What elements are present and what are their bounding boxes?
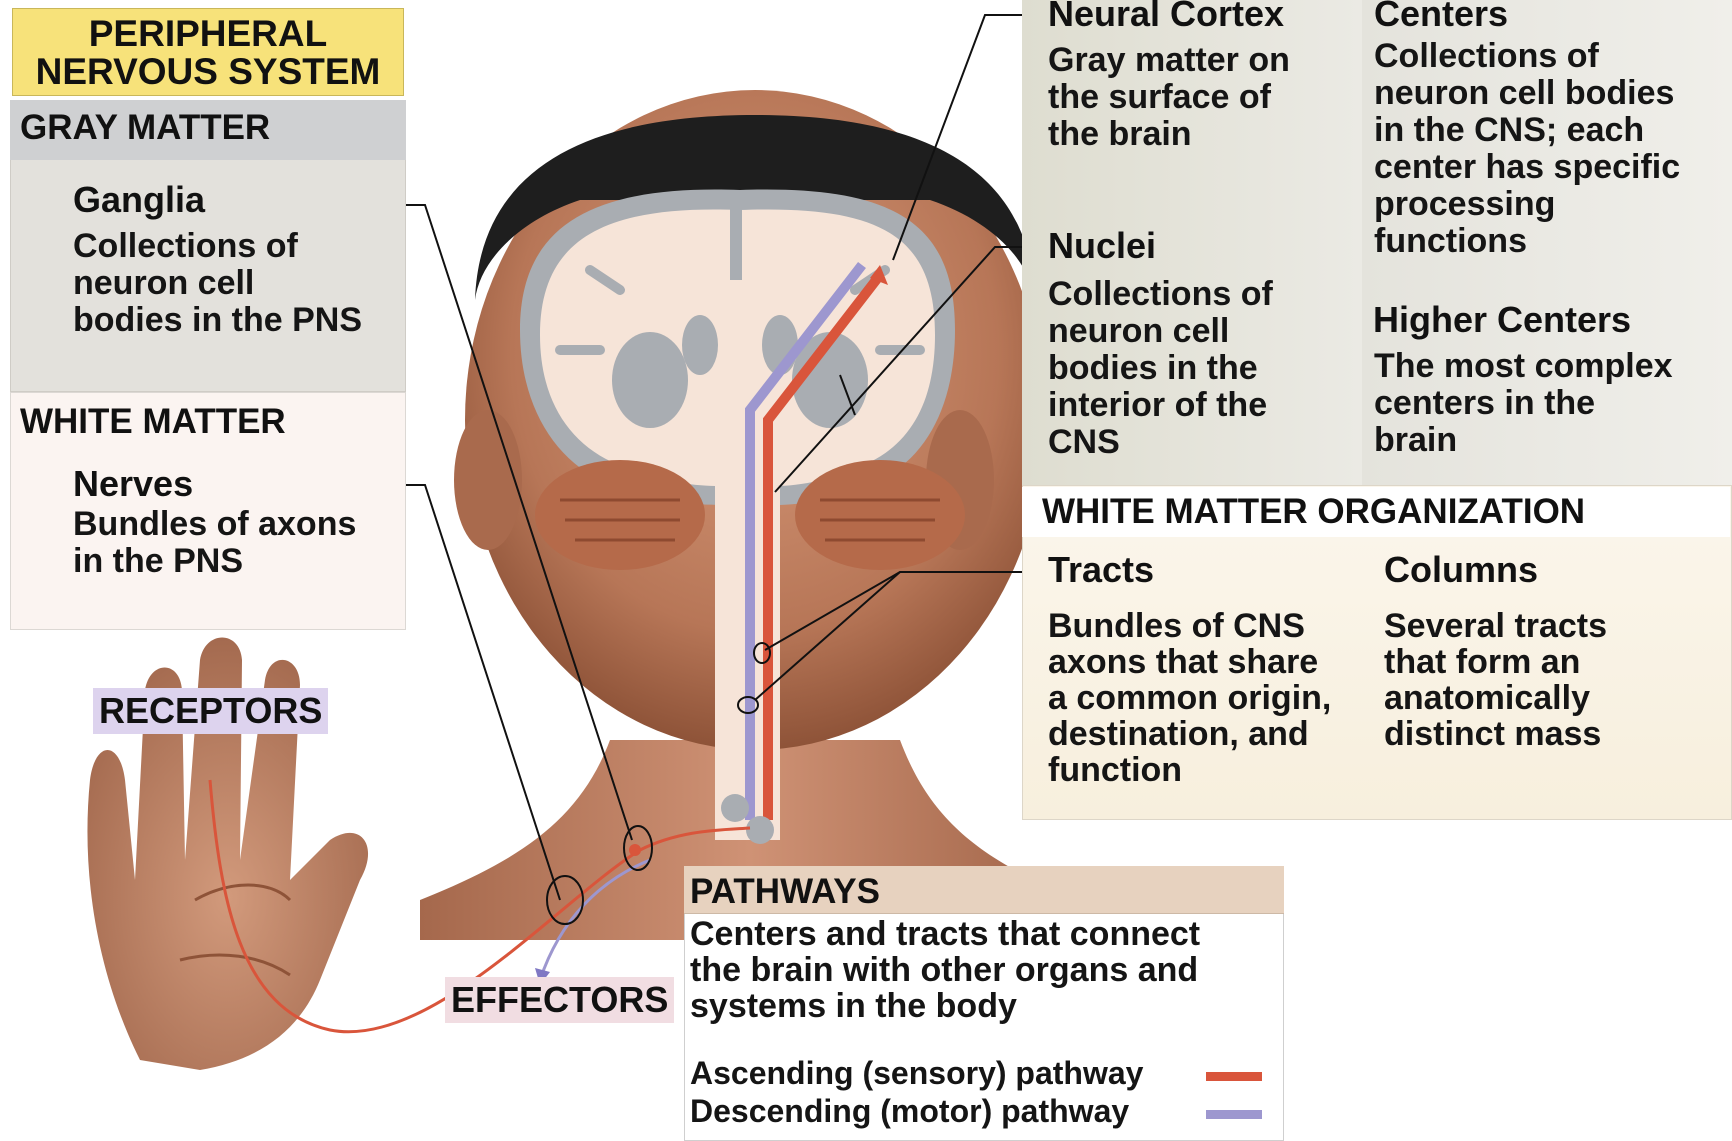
pathways-heading-bar: PATHWAYS xyxy=(684,866,1284,914)
nuclei-title: Nuclei xyxy=(1048,228,1156,264)
pathways-desc-line: the brain with other organs and xyxy=(690,952,1200,988)
columns-description: Several tracts that form an anatomically… xyxy=(1384,608,1607,752)
higher-desc-line: centers in the xyxy=(1374,385,1673,422)
cortex-desc-line: Gray matter on xyxy=(1048,42,1290,79)
descending-pathway-label: Descending (motor) pathway xyxy=(690,1093,1129,1130)
centers-desc-line: in the CNS; each xyxy=(1374,112,1680,149)
columns-desc-line: distinct mass xyxy=(1384,716,1607,752)
neural-cortex-title: Neural Cortex xyxy=(1048,0,1284,32)
tracts-desc-line: Bundles of CNS xyxy=(1048,608,1331,644)
nerves-description: Bundles of axons in the PNS xyxy=(73,506,356,580)
columns-desc-line: anatomically xyxy=(1384,680,1607,716)
nerves-desc-line: Bundles of axons xyxy=(73,506,356,543)
tracts-desc-line: function xyxy=(1048,752,1331,788)
neural-cortex-description: Gray matter on the surface of the brain xyxy=(1048,42,1290,153)
descending-pathway-swatch xyxy=(1206,1110,1262,1119)
nuclei-desc-line: neuron cell xyxy=(1048,313,1273,350)
white-matter-organization-heading: WHITE MATTER ORGANIZATION xyxy=(1042,492,1585,532)
higher-desc-line: The most complex xyxy=(1374,348,1673,385)
pns-title-line2: NERVOUS SYSTEM xyxy=(13,53,403,91)
centers-desc-line: neuron cell bodies xyxy=(1374,75,1680,112)
white-matter-heading: WHITE MATTER xyxy=(20,402,286,442)
ganglia-title: Ganglia xyxy=(73,182,205,218)
effectors-label: EFFECTORS xyxy=(445,977,674,1023)
centers-desc-line: Collections of xyxy=(1374,38,1680,75)
gray-matter-heading-bar: GRAY MATTER xyxy=(10,100,406,160)
nuclei-desc-line: Collections of xyxy=(1048,276,1273,313)
tracts-desc-line: destination, and xyxy=(1048,716,1331,752)
nuclei-desc-line: CNS xyxy=(1048,424,1273,461)
columns-desc-line: Several tracts xyxy=(1384,608,1607,644)
centers-desc-line: functions xyxy=(1374,223,1680,260)
receptors-label: RECEPTORS xyxy=(93,688,328,734)
centers-title: Centers xyxy=(1374,0,1508,32)
cortex-desc-line: the brain xyxy=(1048,116,1290,153)
pathways-heading: PATHWAYS xyxy=(690,872,880,911)
columns-title: Columns xyxy=(1384,552,1538,588)
ascending-pathway-label: Ascending (sensory) pathway xyxy=(690,1055,1143,1092)
pns-title: PERIPHERAL NERVOUS SYSTEM xyxy=(12,8,404,96)
ascending-pathway-swatch xyxy=(1206,1072,1262,1081)
ganglia-desc-line: neuron cell xyxy=(73,265,362,302)
ganglia-description: Collections of neuron cell bodies in the… xyxy=(73,228,362,339)
pathways-desc-line: Centers and tracts that connect xyxy=(690,916,1200,952)
tracts-title: Tracts xyxy=(1048,552,1154,588)
tracts-desc-line: a common origin, xyxy=(1048,680,1331,716)
higher-centers-title: Higher Centers xyxy=(1373,302,1631,338)
ganglia-desc-line: Collections of xyxy=(73,228,362,265)
higher-centers-description: The most complex centers in the brain xyxy=(1374,348,1673,459)
pathways-desc-line: systems in the body xyxy=(690,988,1200,1024)
centers-desc-line: center has specific xyxy=(1374,149,1680,186)
nuclei-description: Collections of neuron cell bodies in the… xyxy=(1048,276,1273,461)
tracts-desc-line: axons that share xyxy=(1048,644,1331,680)
tracts-description: Bundles of CNS axons that share a common… xyxy=(1048,608,1331,788)
cortex-desc-line: the surface of xyxy=(1048,79,1290,116)
columns-desc-line: that form an xyxy=(1384,644,1607,680)
higher-desc-line: brain xyxy=(1374,422,1673,459)
gray-matter-heading: GRAY MATTER xyxy=(20,108,270,147)
pathways-description: Centers and tracts that connect the brai… xyxy=(690,916,1200,1024)
nerves-desc-line: in the PNS xyxy=(73,543,356,580)
centers-description: Collections of neuron cell bodies in the… xyxy=(1374,38,1680,260)
centers-desc-line: processing xyxy=(1374,186,1680,223)
nuclei-desc-line: interior of the xyxy=(1048,387,1273,424)
nerves-title: Nerves xyxy=(73,466,193,502)
nuclei-desc-line: bodies in the xyxy=(1048,350,1273,387)
ganglia-desc-line: bodies in the PNS xyxy=(73,302,362,339)
pns-title-line1: PERIPHERAL xyxy=(13,15,403,53)
